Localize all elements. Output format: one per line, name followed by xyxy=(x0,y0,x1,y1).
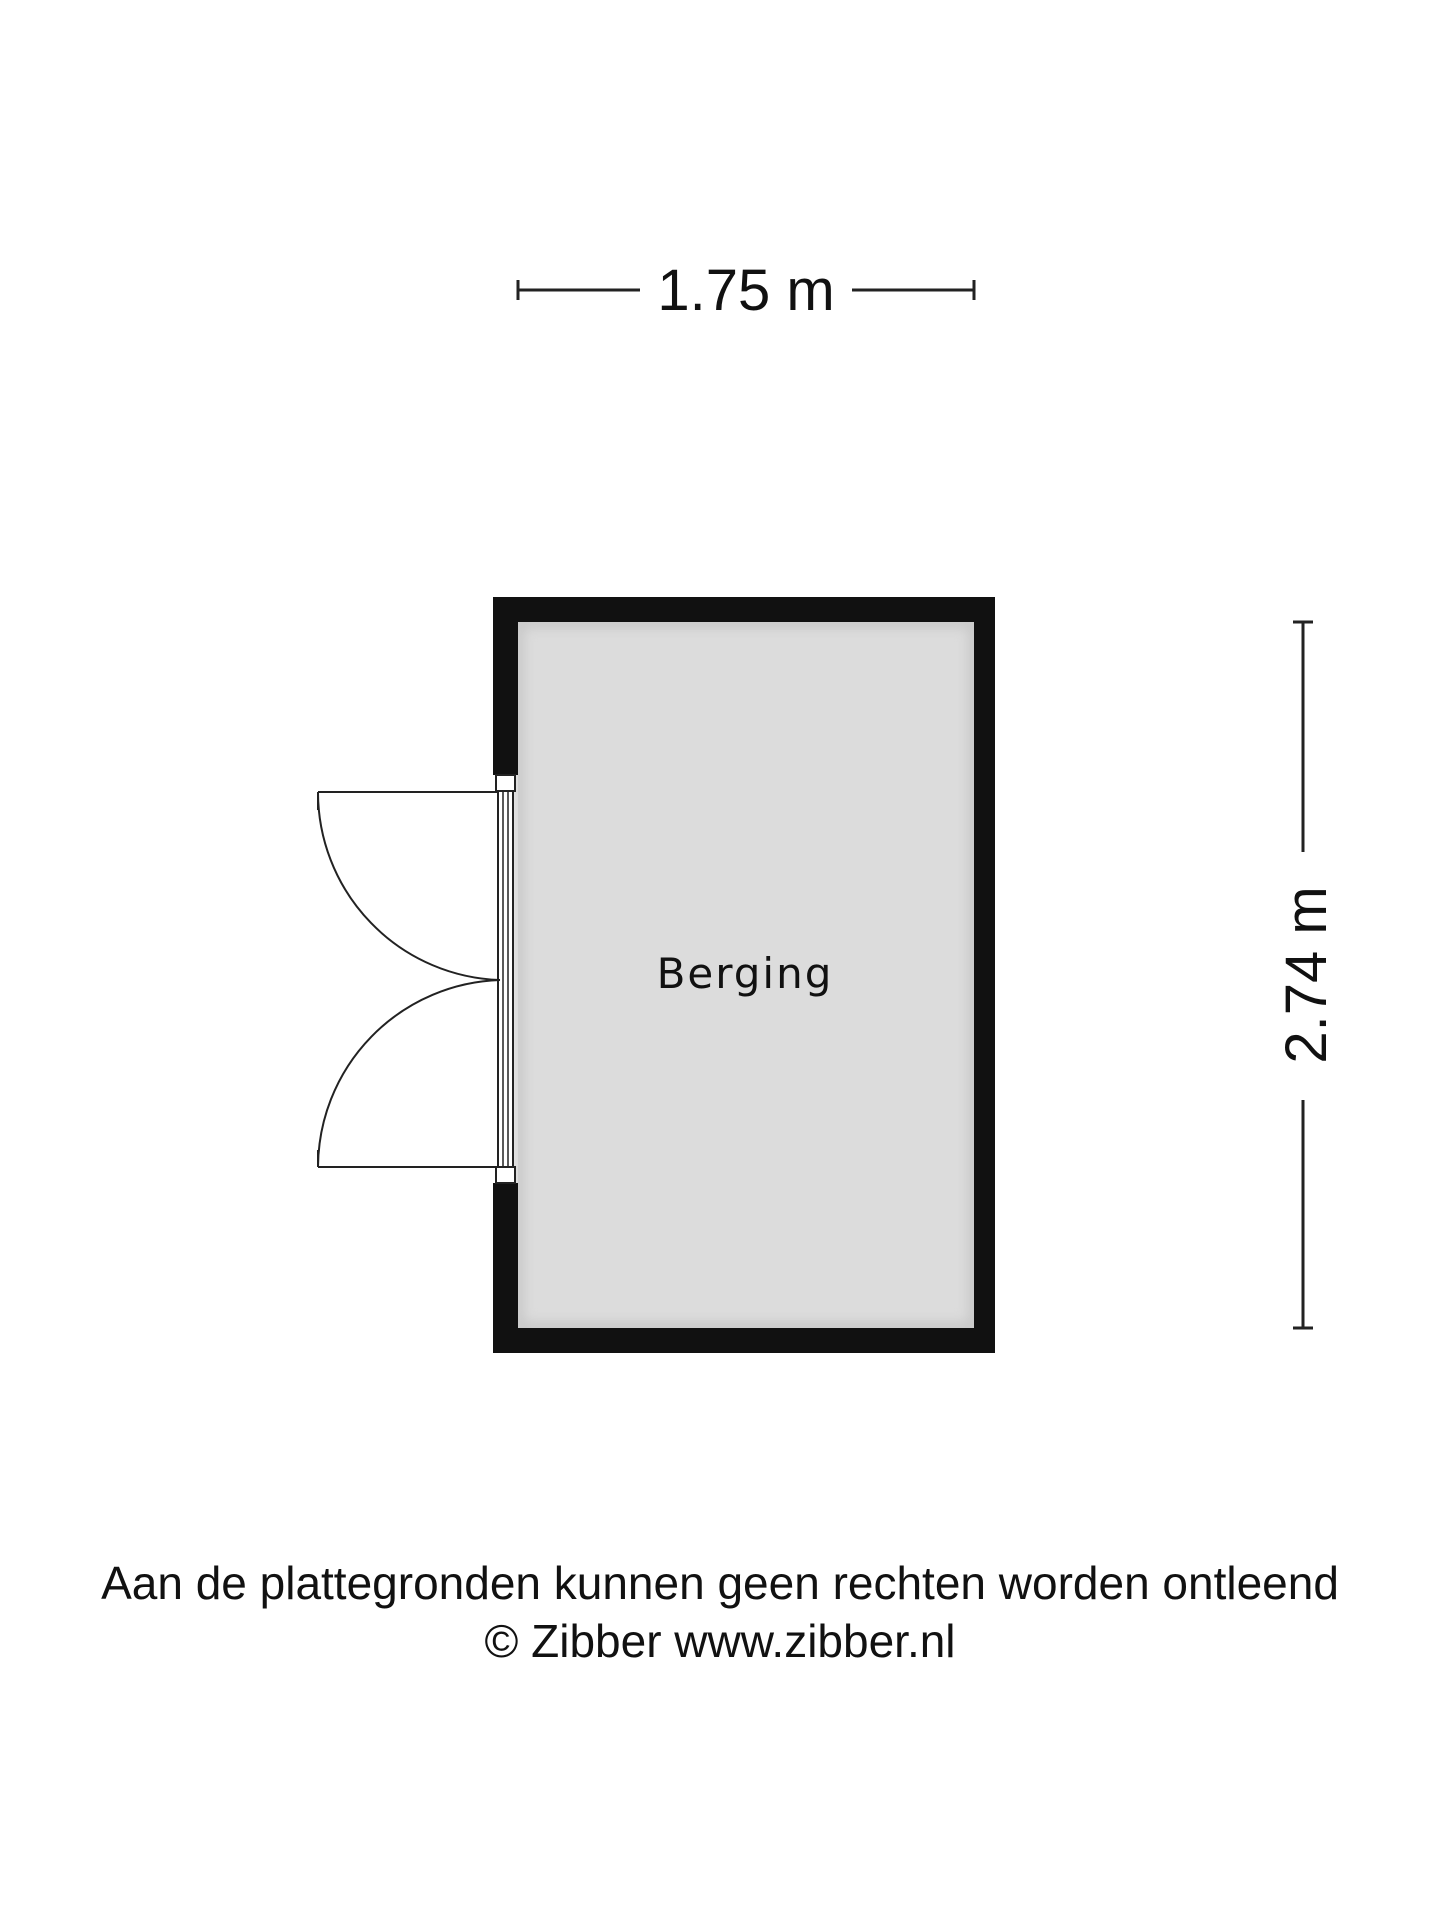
door-frame xyxy=(495,774,516,1184)
height-dimension-label: 2.74 m xyxy=(1274,886,1339,1063)
disclaimer-text: Aan de plattegronden kunnen geen rechten… xyxy=(101,1557,1339,1609)
room-label: Berging xyxy=(657,949,834,998)
wall-top xyxy=(493,597,995,622)
walls xyxy=(493,597,995,1353)
width-dimension-label: 1.75 m xyxy=(657,258,834,323)
room-floor xyxy=(518,622,974,1328)
wall-bottom xyxy=(493,1328,995,1353)
wall-right xyxy=(974,597,995,1353)
wall-left-upper xyxy=(493,597,518,775)
height-dimension: 2.74 m xyxy=(1274,620,1339,1330)
width-dimension: 1.75 m xyxy=(516,258,976,323)
wall-left-lower xyxy=(493,1183,518,1353)
copyright-text: © Zibber www.zibber.nl xyxy=(484,1615,956,1667)
double-door xyxy=(317,791,501,1168)
